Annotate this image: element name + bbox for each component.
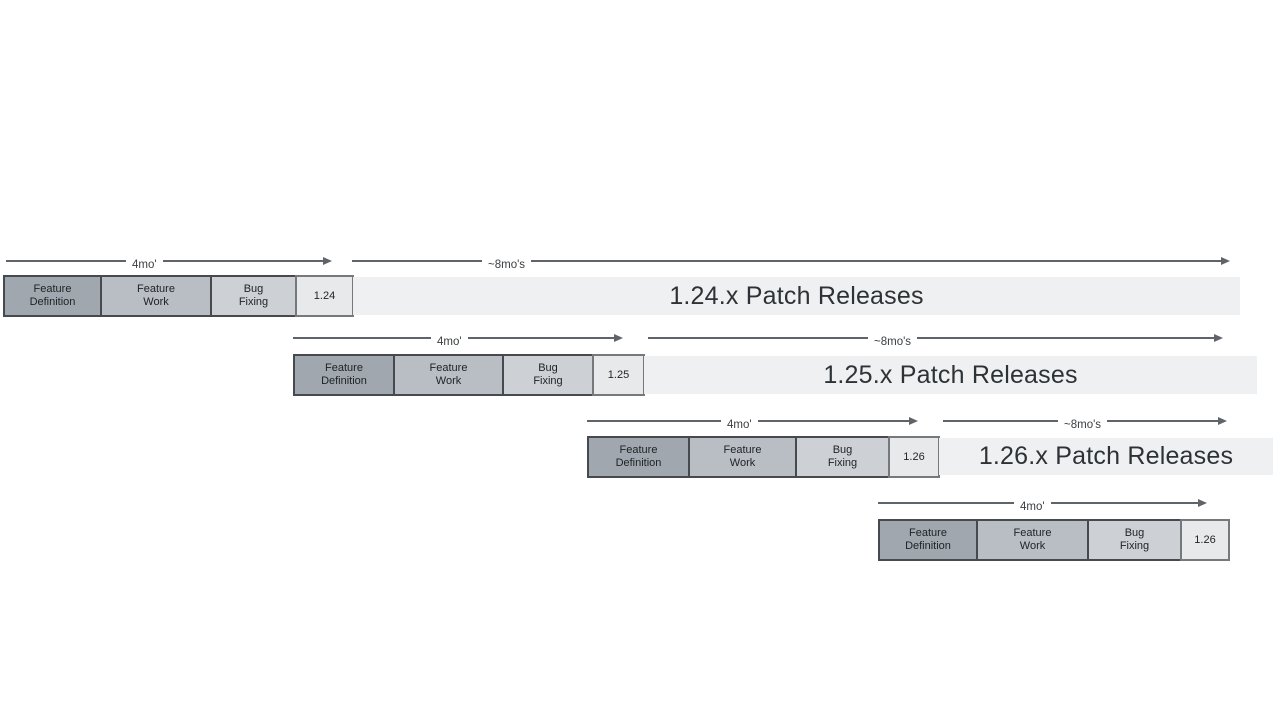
phase-label: Fixing — [238, 296, 269, 308]
duration-label-4mo: 4mo' — [437, 336, 462, 348]
arrowhead-icon — [1214, 334, 1223, 342]
feature-duration-arrow-row3: 4mo' — [587, 412, 918, 431]
feature-duration-arrow-row1: 4mo' — [6, 252, 332, 271]
arrow-line — [467, 337, 614, 339]
phase-feature-definition: Feature Definition — [587, 436, 690, 478]
arrow-line — [293, 337, 431, 339]
release-cycle-row3: Feature Definition Feature Work Bug Fixi… — [587, 436, 940, 478]
arrowhead-icon — [323, 257, 332, 265]
arrow-line — [162, 260, 323, 262]
arrowhead-icon — [1218, 417, 1227, 425]
arrow-line — [352, 260, 482, 262]
arrowhead-icon — [614, 334, 623, 342]
phase-label: Fixing — [827, 457, 858, 469]
phase-label: Feature — [33, 283, 72, 296]
phase-label: Fixing — [1119, 540, 1150, 552]
release-cycle-row1: Feature Definition Feature Work Bug Fixi… — [3, 275, 354, 317]
phase-label: Feature — [137, 283, 175, 296]
duration-label-8mo: ~8mo's — [1064, 419, 1102, 431]
arrow-line — [878, 502, 1014, 504]
patch-releases-bar-row2: 1.25.x Patch Releases — [644, 356, 1257, 394]
version-box: 1.26 — [888, 436, 940, 478]
phase-label: Feature — [325, 362, 363, 375]
duration-label-8mo: ~8mo's — [488, 259, 526, 271]
phase-label: Feature — [909, 527, 947, 540]
version-box: 1.26 — [1180, 519, 1230, 561]
arrow-line — [1107, 420, 1218, 422]
patch-duration-arrow-row2: ~8mo's — [648, 329, 1223, 348]
phase-label: Definition — [321, 375, 367, 387]
version-label: 1.26 — [1194, 533, 1216, 546]
phase-label: Work — [143, 296, 169, 308]
duration-label-4mo: 4mo' — [132, 259, 157, 271]
arrow-line — [648, 337, 868, 339]
duration-label-8mo: ~8mo's — [874, 336, 912, 348]
phase-label: Feature — [619, 444, 658, 457]
patch-releases-label: 1.26.x Patch Releases — [978, 442, 1234, 470]
arrow-line — [943, 420, 1058, 422]
phase-label: Bug — [243, 283, 264, 296]
patch-releases-bar-row3: 1.26.x Patch Releases — [939, 438, 1273, 475]
phase-label: Definition — [905, 540, 951, 552]
feature-duration-arrow-row2: 4mo' — [293, 329, 623, 348]
phase-feature-definition: Feature Definition — [878, 519, 978, 561]
release-cycle-row4: Feature Definition Feature Work Bug Fixi… — [878, 519, 1230, 561]
phase-label: Feature — [429, 362, 468, 375]
release-cycle-row2: Feature Definition Feature Work Bug Fixi… — [293, 354, 645, 396]
patch-releases-label: 1.25.x Patch Releases — [823, 360, 1078, 389]
phase-label: Bug — [1124, 527, 1145, 540]
phase-feature-work: Feature Work — [688, 436, 797, 478]
patch-duration-arrow-row1: ~8mo's — [352, 252, 1230, 271]
phase-label: Work — [729, 457, 756, 469]
arrow-line — [917, 337, 1214, 339]
patch-releases-bar-row1: 1.24.x Patch Releases — [353, 277, 1240, 315]
arrow-line — [757, 420, 909, 422]
phase-bug-fixing: Bug Fixing — [502, 354, 594, 396]
phase-label: Bug — [538, 362, 558, 375]
duration-label-4mo: 4mo' — [727, 419, 752, 431]
arrow-line — [1050, 502, 1198, 504]
version-box: 1.24 — [295, 275, 354, 317]
phase-label: Fixing — [533, 375, 563, 387]
phase-feature-work: Feature Work — [976, 519, 1089, 561]
version-label: 1.25 — [607, 368, 630, 381]
arrowhead-icon — [1221, 257, 1230, 265]
phase-bug-fixing: Bug Fixing — [1087, 519, 1182, 561]
arrow-line — [531, 260, 1221, 262]
phase-feature-definition: Feature Definition — [3, 275, 102, 317]
version-label: 1.26 — [903, 450, 925, 463]
feature-duration-arrow-row4: 4mo' — [878, 494, 1207, 513]
arrowhead-icon — [909, 417, 918, 425]
phase-label: Feature — [723, 444, 762, 457]
phase-label: Definition — [615, 457, 662, 469]
arrow-line — [587, 420, 721, 422]
phase-feature-definition: Feature Definition — [293, 354, 395, 396]
phase-feature-work: Feature Work — [393, 354, 504, 396]
patch-releases-label: 1.24.x Patch Releases — [669, 281, 924, 310]
phase-feature-work: Feature Work — [100, 275, 212, 317]
phase-bug-fixing: Bug Fixing — [210, 275, 297, 317]
phase-label: Work — [435, 375, 462, 387]
phase-label: Feature — [1013, 527, 1052, 540]
phase-label: Definition — [29, 296, 76, 308]
patch-duration-arrow-row3: ~8mo's — [943, 412, 1227, 431]
phase-bug-fixing: Bug Fixing — [795, 436, 890, 478]
arrow-line — [6, 260, 126, 262]
duration-label-4mo: 4mo' — [1020, 501, 1045, 513]
phase-label: Bug — [832, 444, 853, 457]
phase-label: Work — [1019, 540, 1046, 552]
arrowhead-icon — [1198, 499, 1207, 507]
version-box: 1.25 — [592, 354, 645, 396]
version-label: 1.24 — [313, 289, 336, 302]
